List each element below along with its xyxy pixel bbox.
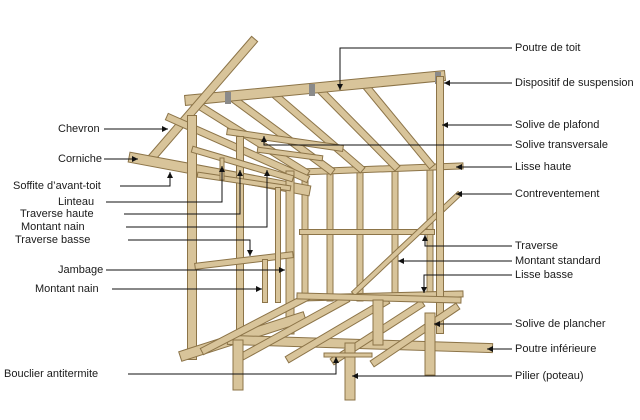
rafter [143, 35, 259, 167]
label-montant-nain-1: Montant nain [21, 221, 85, 233]
label-jambage: Jambage [58, 264, 104, 276]
hanger-bracket-2 [309, 84, 315, 96]
floor-joist-5 [369, 302, 461, 368]
leader-lines [104, 47, 512, 379]
label-soffite: Soffite d’avant-toit [13, 180, 101, 192]
leader-pilier-arrowhead [352, 373, 358, 379]
timber-frame [127, 35, 494, 401]
window-sill [194, 251, 294, 270]
leader-linteau [106, 166, 223, 203]
hanger-bracket-1 [225, 92, 231, 104]
leader-soffite [120, 172, 171, 187]
floor-joist-2 [239, 294, 351, 361]
label-solive-transversale: Solive transversale [515, 139, 608, 151]
label-solive-plafond: Solive de plafond [515, 119, 600, 131]
label-traverse-basse: Traverse basse [15, 234, 91, 246]
leader-montant-nain-1-arrowhead [264, 170, 270, 176]
leader-montant-nain-1 [126, 170, 268, 228]
leader-traverse-haute [124, 170, 241, 215]
leader-soffite-arrowhead [167, 172, 173, 178]
ceiling-joist-3 [269, 89, 366, 174]
sole-plate [296, 292, 462, 304]
leader-solive-plancher-arrowhead [434, 321, 440, 327]
label-lisse-haute: Lisse haute [515, 161, 572, 173]
floor-joist-3 [284, 296, 391, 364]
leader-traverse-arrowhead [422, 235, 428, 241]
cross-joist-2 [256, 146, 324, 162]
label-montant-nain-2: Montant nain [35, 283, 99, 295]
leader-corniche-arrowhead [132, 156, 138, 162]
floor-joist-1 [199, 292, 311, 356]
label-suspension: Dispositif de suspension [515, 77, 634, 89]
label-solive-plancher: Solive de plancher [515, 318, 606, 330]
label-linteau: Linteau [58, 196, 95, 208]
lintel [190, 145, 295, 183]
leader-poutre-toit [339, 47, 512, 90]
leader-bouclier-arrowhead [333, 357, 339, 363]
leader-linteau-arrowhead [219, 166, 225, 172]
leader-lisse-haute-arrowhead [456, 164, 462, 170]
label-chevron: Chevron [58, 123, 100, 135]
leader-suspension-arrowhead [444, 80, 450, 86]
leader-traverse-basse-arrowhead [247, 250, 253, 256]
leader-poutre-toit-arrowhead [337, 84, 343, 90]
leader-lisse-basse-arrowhead [421, 287, 427, 293]
leader-jambage-arrowhead [279, 267, 285, 273]
label-poutre-inferieure: Poutre inférieure [515, 343, 597, 355]
leader-solive-plafond-arrowhead [442, 122, 448, 128]
top-rail [196, 171, 292, 192]
label-traverse-haute: Traverse haute [20, 208, 94, 220]
leader-bouclier [128, 357, 337, 375]
leader-solive-transversale-arrowhead [261, 136, 267, 142]
label-poutre-toit: Poutre de toit [515, 42, 581, 54]
ceiling-joist-5 [359, 79, 436, 170]
label-lisse-basse: Lisse basse [515, 269, 574, 281]
leader-chevron-arrowhead [162, 126, 168, 132]
label-traverse: Traverse [515, 240, 558, 252]
label-pilier: Pilier (poteau) [515, 370, 584, 382]
ceiling-joist-4 [314, 84, 401, 172]
leader-contreventement-arrowhead [456, 191, 462, 197]
label-corniche: Corniche [58, 153, 103, 165]
leader-poutre-inferieure-arrowhead [487, 346, 493, 352]
leader-montant-standard-arrowhead [398, 258, 404, 264]
leader-traverse-haute-arrowhead [237, 170, 243, 176]
label-bouclier: Bouclier antitermite [4, 368, 99, 380]
label-contreventement: Contreventement [515, 188, 600, 200]
leader-montant-nain-2-arrowhead [256, 286, 262, 292]
label-montant-standard: Montant standard [515, 255, 601, 267]
